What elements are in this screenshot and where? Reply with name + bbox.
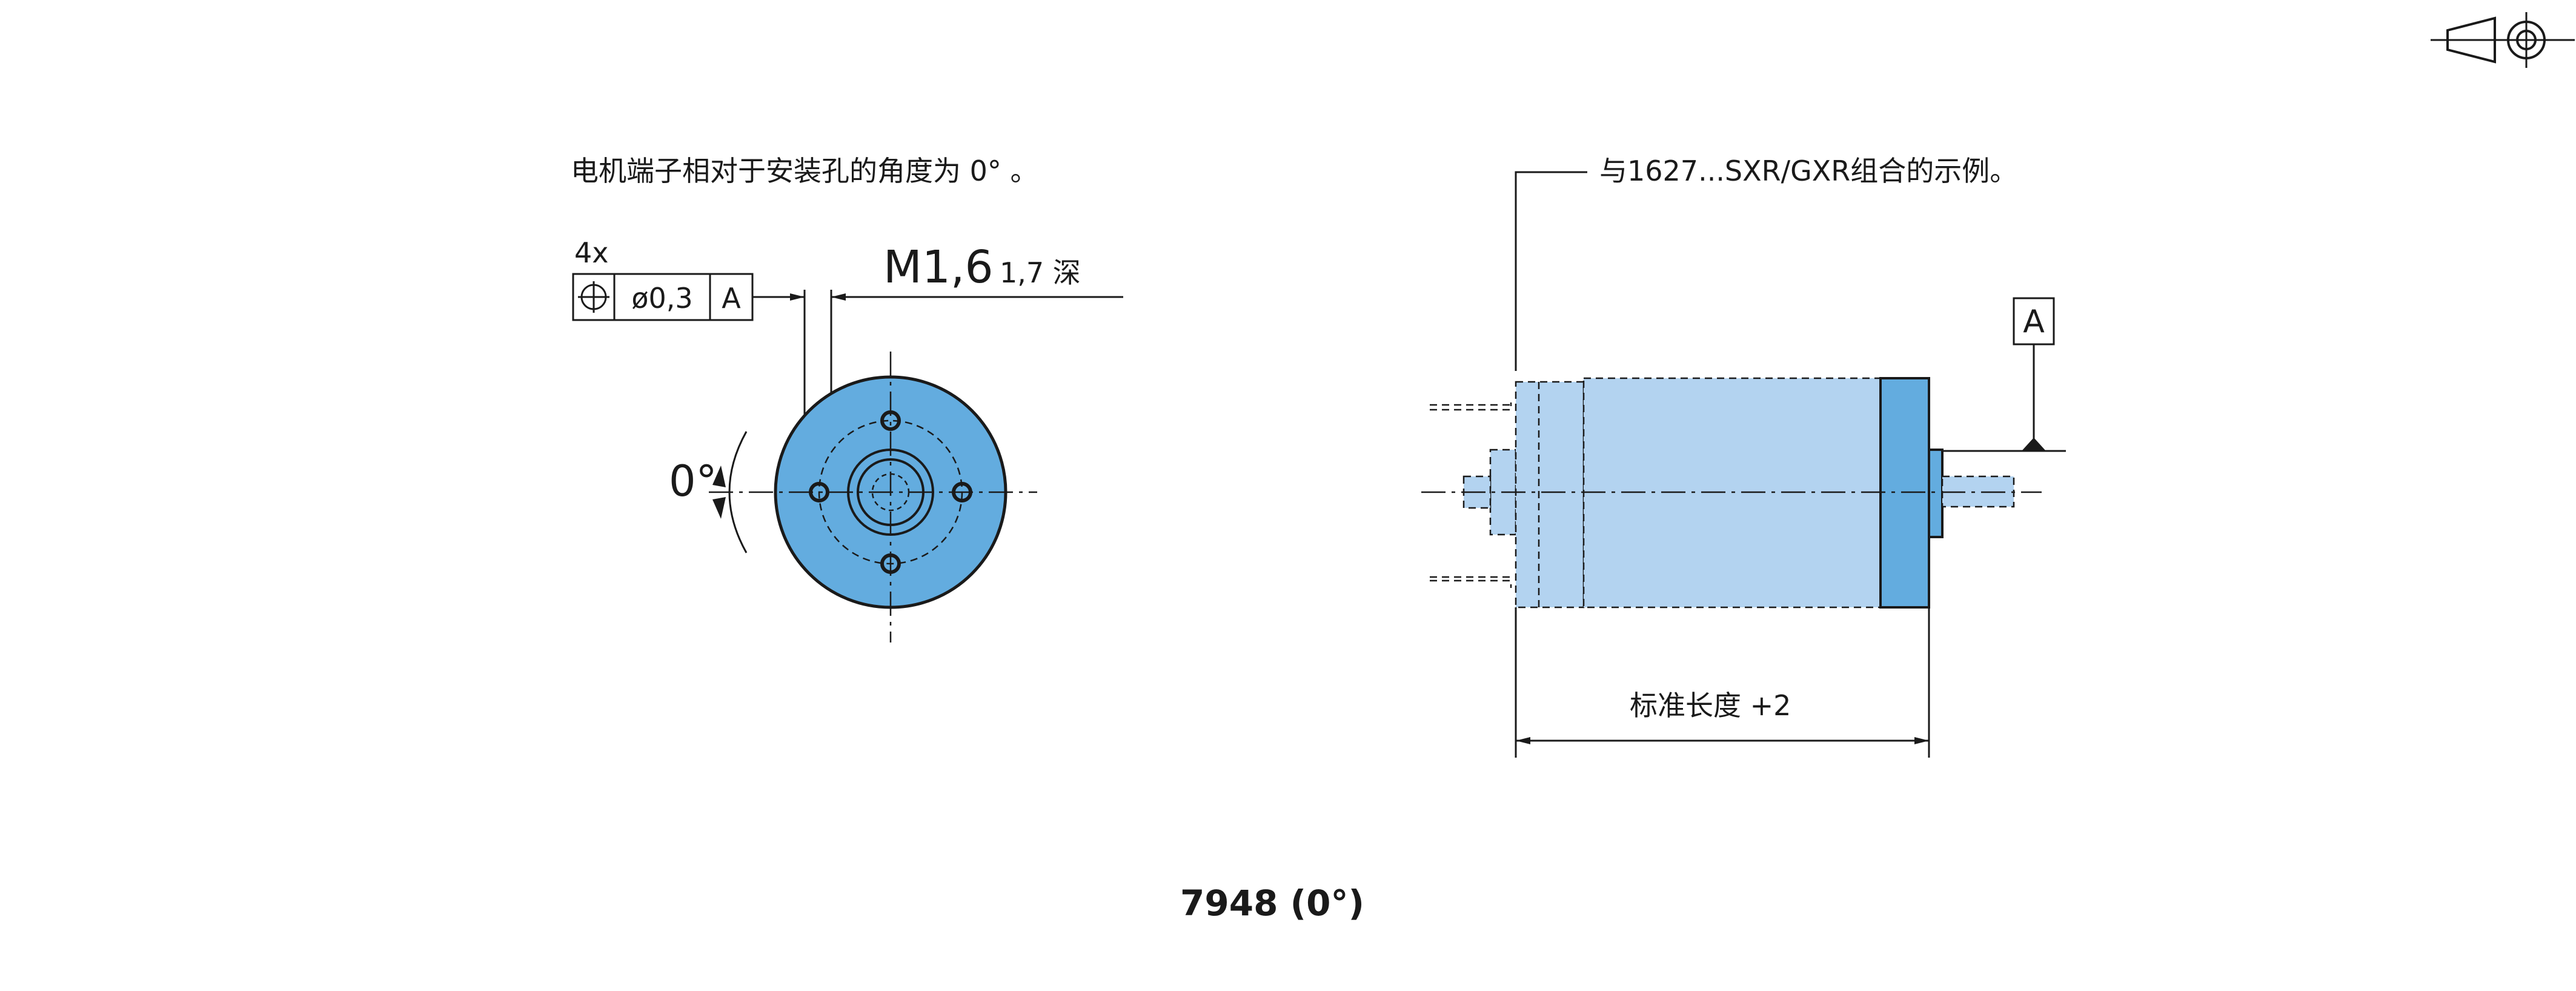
motor-front-view bbox=[709, 352, 1037, 642]
tolerance-value: ø0,3 bbox=[631, 282, 692, 315]
terminal-angle-note: 电机端子相对于安装孔的角度为 0° 。 bbox=[571, 155, 1038, 187]
first-angle-projection-icon bbox=[2431, 12, 2575, 68]
datum-label: A bbox=[2023, 304, 2045, 340]
datum-reference: A bbox=[722, 282, 741, 315]
thread-size: M1,6 bbox=[883, 241, 994, 293]
feature-control-frame: 4x ø0,3 A bbox=[572, 236, 754, 321]
gearbox-section bbox=[1515, 381, 1585, 609]
thread-depth: 1,7 深 bbox=[1000, 256, 1081, 289]
datum-a-symbol: A bbox=[1942, 297, 2066, 452]
position-tolerance-icon bbox=[578, 281, 609, 313]
motor-side-view bbox=[1421, 377, 2042, 609]
hole-count-label: 4x bbox=[574, 236, 609, 269]
drawing-title: 7948 (0°) bbox=[1180, 883, 1364, 924]
length-dimension: 标准长度 +2 bbox=[1515, 607, 1930, 758]
thread-callout: M1,6 1,7 深 bbox=[752, 241, 1123, 485]
centering-pilot bbox=[1928, 449, 1944, 538]
motor-terminals bbox=[1430, 402, 1512, 588]
angle-value: 0° bbox=[669, 456, 717, 506]
combination-note-leader bbox=[1515, 171, 1587, 371]
angle-dimension: 0° bbox=[669, 431, 748, 553]
combination-note: 与1627...SXR/GXR组合的示例。 bbox=[1599, 155, 2017, 187]
length-label: 标准长度 +2 bbox=[1630, 689, 1791, 722]
